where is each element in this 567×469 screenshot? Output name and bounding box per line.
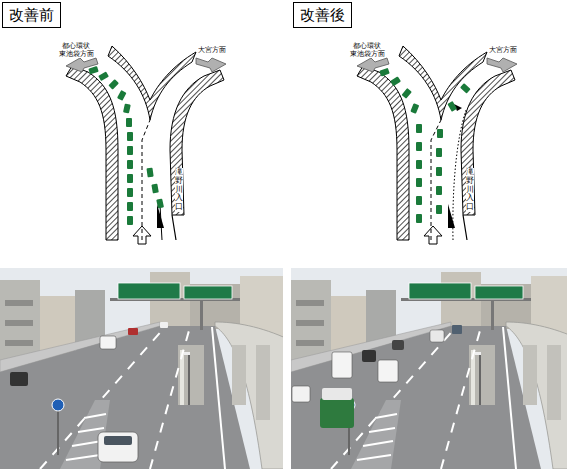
direction-label: 滝野川入口 [175, 168, 183, 212]
direction-label: 都心環状 東池袋方面 [349, 42, 385, 58]
heading-box: 改善後 [293, 2, 352, 28]
direction-label: 大宮方面 [489, 46, 517, 54]
heading-text: 改善前 [9, 6, 54, 24]
heading-box: 改善前 [2, 2, 61, 28]
direction-label: 都心環状 東池袋方面 [58, 42, 94, 58]
direction-label: 大宮方面 [198, 46, 226, 54]
direction-label: 滝野川入口 [466, 168, 474, 212]
heading-text: 改善後 [300, 6, 345, 24]
